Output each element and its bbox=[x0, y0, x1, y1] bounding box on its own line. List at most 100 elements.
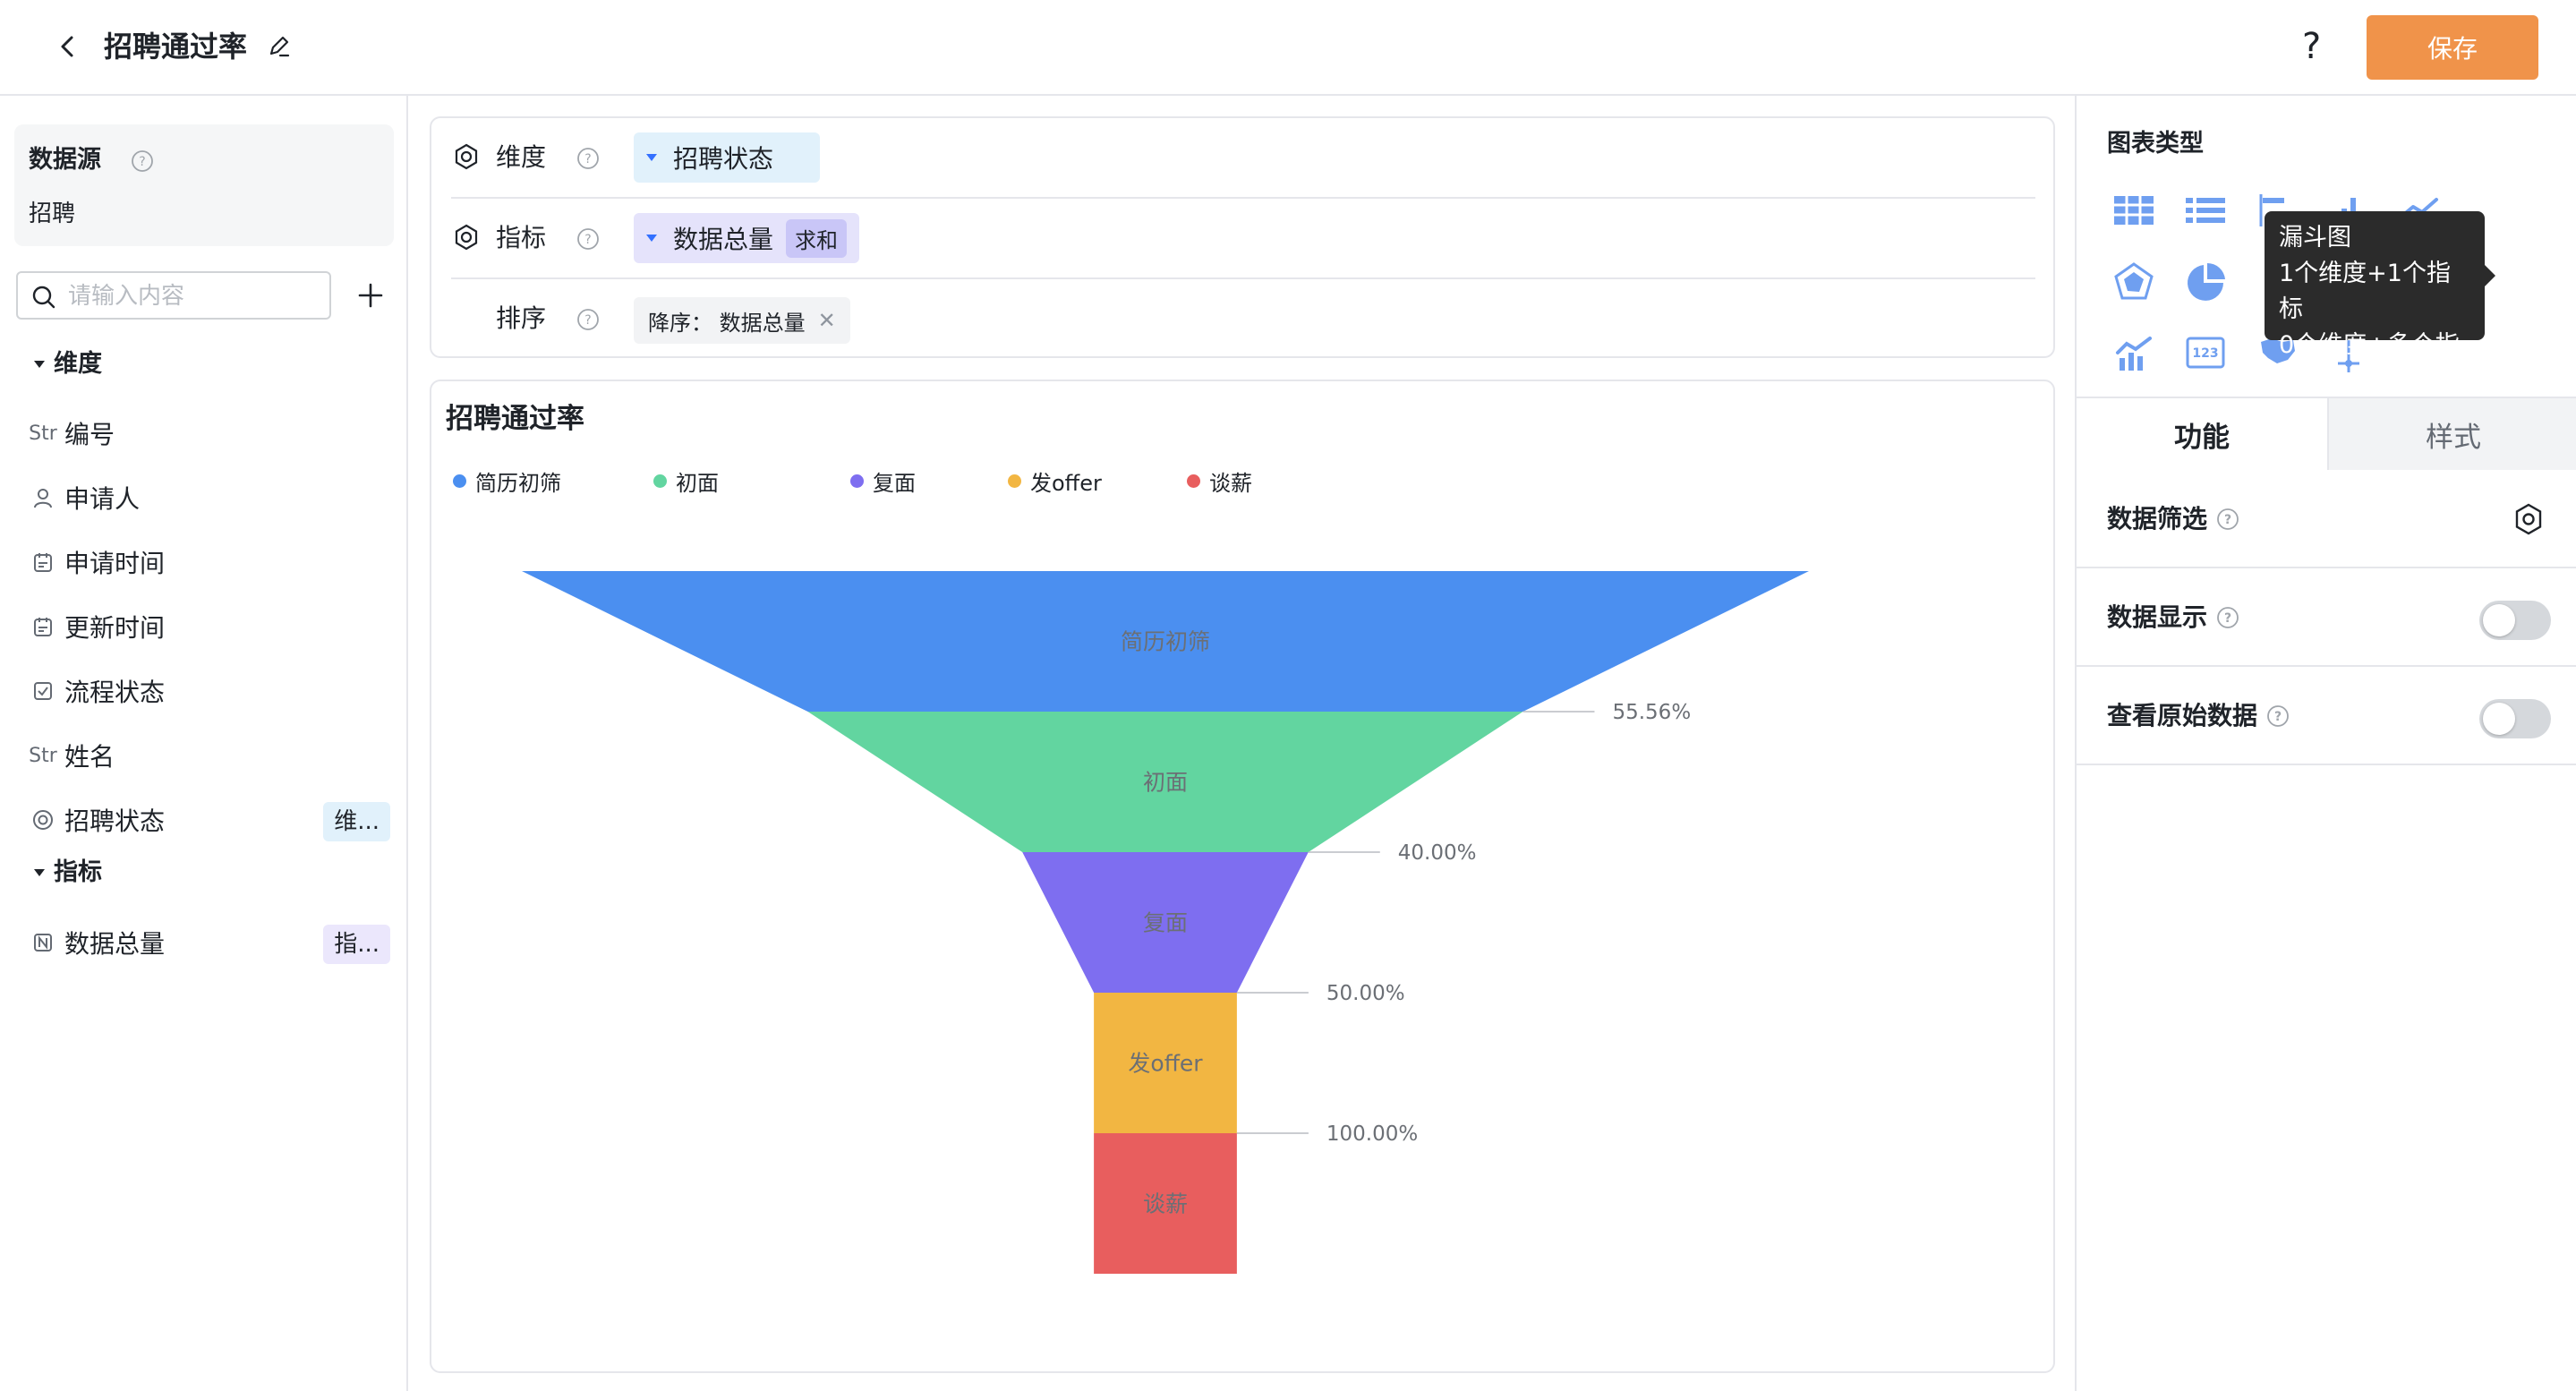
field-label: 更新时间 bbox=[64, 613, 166, 643]
legend-item[interactable]: 初面 bbox=[653, 465, 719, 497]
datasource-value[interactable]: 招聘 bbox=[29, 201, 76, 227]
edit-icon[interactable] bbox=[265, 32, 294, 61]
calendar-icon bbox=[29, 548, 57, 576]
datasource-title: 数据源 bbox=[29, 146, 101, 174]
list-table-icon[interactable] bbox=[2179, 183, 2232, 237]
dimension-group-header[interactable]: 维度 bbox=[34, 348, 102, 380]
field-item-applicant[interactable]: 申请人 bbox=[29, 476, 394, 519]
user-icon bbox=[29, 483, 57, 512]
help-circle-icon[interactable]: ? bbox=[2216, 606, 2239, 629]
radar-chart-icon[interactable] bbox=[2107, 255, 2161, 309]
field-item-recruit-status[interactable]: 招聘状态 维... bbox=[29, 798, 394, 841]
help-circle-icon[interactable]: ? bbox=[131, 149, 154, 173]
calendar-icon bbox=[29, 612, 57, 641]
legend-dot bbox=[653, 474, 667, 488]
save-button[interactable]: 保存 bbox=[2367, 15, 2538, 80]
help-circle-icon[interactable]: ? bbox=[576, 147, 600, 170]
svg-text:?: ? bbox=[2224, 513, 2231, 527]
field-item-id[interactable]: Str 编号 bbox=[29, 412, 394, 455]
tooltip-line: 1个维度+1个指标 bbox=[2279, 260, 2451, 323]
measure-pill[interactable]: 数据总量 求和 bbox=[634, 213, 860, 263]
sort-pill[interactable]: 降序： 数据总量 ✕ bbox=[634, 297, 850, 344]
raw-data-row: 查看原始数据 ? bbox=[2077, 667, 2576, 765]
pie-chart-icon[interactable] bbox=[2179, 255, 2232, 309]
field-item-name[interactable]: Str 姓名 bbox=[29, 734, 394, 777]
raw-data-toggle[interactable] bbox=[2479, 699, 2551, 738]
checkbox-icon bbox=[29, 677, 57, 705]
dimension-group-label: 维度 bbox=[54, 350, 102, 378]
field-label: 招聘状态 bbox=[64, 806, 166, 836]
legend-item[interactable]: 发offer bbox=[1008, 465, 1102, 497]
back-icon[interactable] bbox=[52, 30, 84, 63]
raw-data-text: 查看原始数据 bbox=[2107, 701, 2258, 730]
number-card-icon[interactable]: 123 bbox=[2179, 327, 2232, 380]
field-label: 流程状态 bbox=[64, 678, 166, 707]
add-icon[interactable] bbox=[353, 277, 388, 313]
funnel-segment-label: 复面 bbox=[1143, 910, 1188, 936]
tooltip-arrow bbox=[2485, 265, 2495, 286]
data-display-row: 数据显示 ? bbox=[2077, 568, 2576, 667]
combo-chart-icon[interactable] bbox=[2107, 327, 2161, 380]
chart-type-title: 图表类型 bbox=[2107, 130, 2204, 158]
field-item-data-total[interactable]: 数据总量 指... bbox=[29, 921, 394, 964]
field-item-process-status[interactable]: 流程状态 bbox=[29, 670, 394, 713]
field-item-apply-time[interactable]: 申请时间 bbox=[29, 541, 394, 584]
chart-title: 招聘通过率 bbox=[446, 403, 584, 435]
caret-down-icon bbox=[646, 154, 657, 161]
target-icon bbox=[455, 224, 478, 251]
toggle-knob bbox=[2483, 703, 2515, 735]
funnel-segment[interactable] bbox=[807, 712, 1523, 852]
field-label: 申请时间 bbox=[64, 549, 166, 578]
funnel-segment-label: 谈薪 bbox=[1143, 1191, 1188, 1217]
help-circle-icon[interactable]: ? bbox=[2216, 508, 2239, 531]
svg-text:?: ? bbox=[584, 233, 591, 247]
legend-label: 发offer bbox=[1030, 471, 1102, 496]
string-type-icon: Str bbox=[29, 744, 57, 767]
measure-group-label: 指标 bbox=[54, 858, 102, 886]
legend-item[interactable]: 谈薪 bbox=[1187, 465, 1252, 497]
funnel-segment-label: 发offer bbox=[1128, 1051, 1203, 1077]
help-circle-icon[interactable]: ? bbox=[576, 308, 600, 331]
dimension-pill[interactable]: 招聘状态 bbox=[634, 132, 820, 183]
legend-item[interactable]: 复面 bbox=[850, 465, 916, 497]
measure-value: 数据总量 bbox=[673, 225, 774, 254]
close-icon[interactable]: ✕ bbox=[817, 308, 836, 333]
help-circle-icon[interactable]: ? bbox=[2266, 704, 2290, 728]
help-icon[interactable]: ? bbox=[2302, 26, 2322, 67]
data-filter-text: 数据筛选 bbox=[2107, 504, 2208, 533]
svg-text:?: ? bbox=[2224, 611, 2231, 626]
legend-item[interactable]: 简历初筛 bbox=[453, 465, 561, 497]
china-map-icon[interactable] bbox=[2250, 327, 2304, 380]
toggle-knob bbox=[2483, 604, 2515, 636]
funnel-segment[interactable] bbox=[1094, 993, 1237, 1133]
search-input[interactable] bbox=[68, 280, 319, 312]
tab-function[interactable]: 功能 bbox=[2077, 398, 2327, 470]
field-item-update-time[interactable]: 更新时间 bbox=[29, 605, 394, 648]
left-panel: 数据源 ? 招聘 维度 Str 编号 申请人 申请时间 bbox=[0, 96, 408, 1391]
funnel-segment[interactable] bbox=[1022, 852, 1309, 993]
conversion-rate-label: 100.00% bbox=[1326, 1122, 1418, 1146]
legend-label: 简历初筛 bbox=[475, 471, 561, 496]
measure-label: 指标 bbox=[496, 223, 547, 252]
bar-horizontal-icon[interactable] bbox=[2250, 183, 2304, 237]
scatter-icon[interactable] bbox=[2322, 327, 2376, 380]
page-title: 招聘通过率 bbox=[104, 30, 248, 64]
data-display-toggle[interactable] bbox=[2479, 601, 2551, 640]
funnel-chart: 简历初筛55.56%初面40.00%复面50.00%发offer100.00%谈… bbox=[522, 571, 1809, 1274]
top-bar: 招聘通过率 ? 保存 bbox=[0, 0, 2576, 96]
string-type-icon: Str bbox=[29, 422, 57, 445]
measure-group-header[interactable]: 指标 bbox=[34, 857, 102, 889]
dimension-tag: 维... bbox=[323, 802, 390, 841]
sort-value: 降序： 数据总量 bbox=[648, 310, 806, 336]
table-icon[interactable] bbox=[2107, 183, 2161, 237]
tooltip-line: 0个维度+多个指标 bbox=[2279, 331, 2460, 395]
legend-label: 复面 bbox=[873, 471, 916, 496]
settings-icon[interactable] bbox=[2512, 502, 2546, 536]
legend-dot bbox=[453, 474, 466, 488]
funnel-segment[interactable] bbox=[522, 571, 1809, 712]
help-circle-icon[interactable]: ? bbox=[576, 227, 600, 251]
funnel-segment[interactable] bbox=[1094, 1133, 1237, 1274]
tab-style[interactable]: 样式 bbox=[2327, 398, 2576, 470]
aggregation-badge[interactable]: 求和 bbox=[786, 218, 848, 258]
measure-row: 指标 ? 数据总量 求和 bbox=[451, 199, 2035, 279]
